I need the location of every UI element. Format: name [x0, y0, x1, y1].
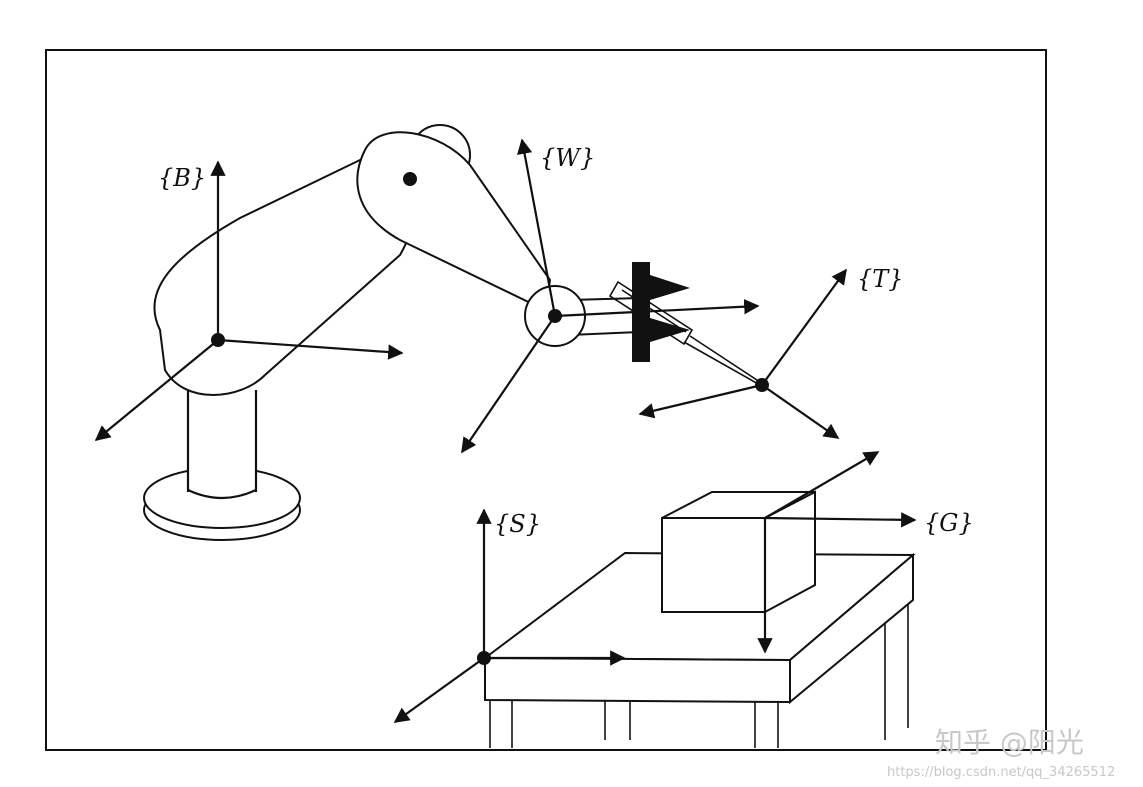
figure-border — [45, 49, 1047, 751]
robot-wrist — [524, 262, 761, 386]
wrist-frame — [461, 138, 760, 454]
gripper-finger-bottom — [650, 318, 690, 342]
base-frame-label: {B} — [158, 164, 206, 192]
robot-forearm — [356, 124, 552, 312]
watermark-url: https://blog.csdn.net/qq_34265512 — [887, 765, 1115, 780]
tool-frame — [638, 268, 847, 439]
goal-block — [661, 490, 816, 614]
goal-frame — [757, 451, 917, 654]
gripper-finger-top — [650, 275, 690, 300]
robot-pedestal — [143, 390, 301, 541]
watermark-brand: 知乎 @阳光 — [935, 726, 1084, 759]
wrist-frame-label: {W} — [540, 144, 595, 172]
station-frame-label: {S} — [494, 510, 541, 538]
station-frame — [393, 508, 626, 723]
tool-frame-label: {T} — [857, 265, 904, 293]
base-frame — [94, 160, 404, 441]
goal-frame-label: {G} — [924, 509, 974, 537]
